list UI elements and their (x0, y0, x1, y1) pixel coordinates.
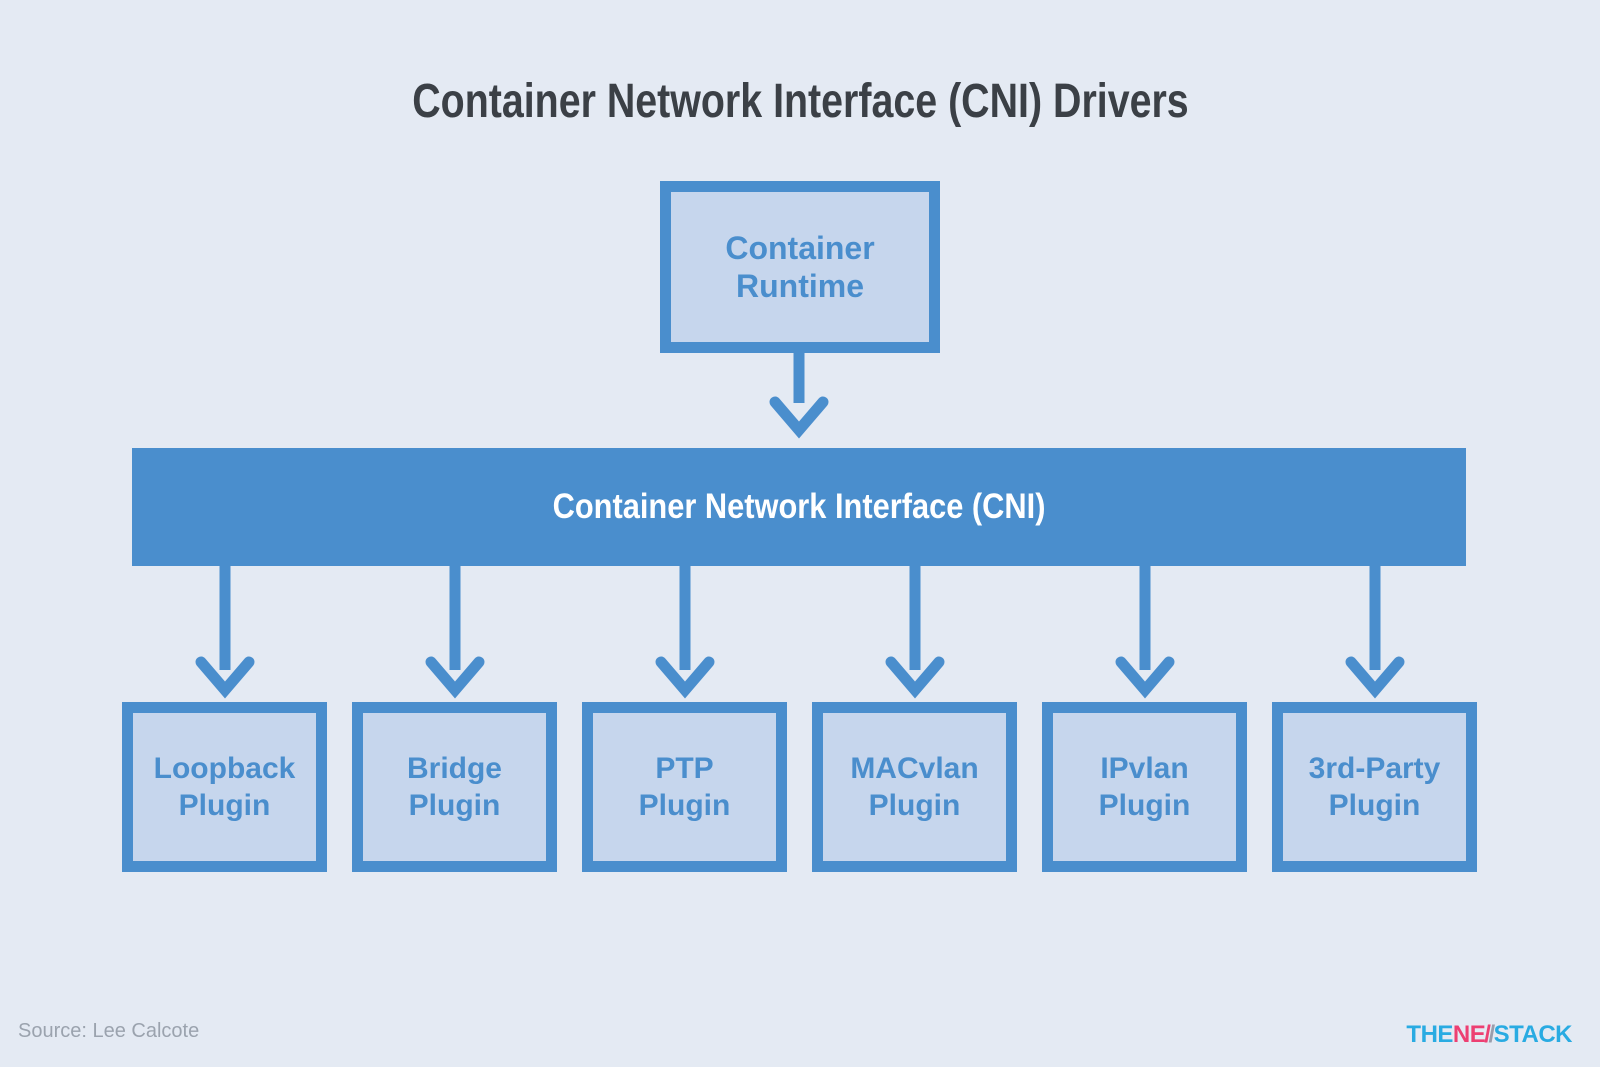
page-title: Container Network Interface (CNI) Driver… (0, 74, 1600, 129)
cni-bar-label: Container Network Interface (CNI) (552, 487, 1046, 526)
plugin-row: Loopback Plugin Bridge Plugin PTP Plugin… (122, 702, 1477, 872)
plugin-node-ptp: PTP Plugin (582, 702, 787, 872)
plugin-node-loopback: Loopback Plugin (122, 702, 327, 872)
arrow-down-icon (1115, 566, 1174, 699)
arrow-down-icon (195, 566, 254, 699)
logo-segment-ne: NE (1452, 1021, 1486, 1048)
page-title-text: Container Network Interface (CNI) Driver… (411, 75, 1189, 129)
node-container-runtime-label: Container Runtime (725, 230, 875, 304)
arrow-down-icon (885, 566, 944, 699)
arrow-down-icon (769, 353, 829, 439)
logo-segment-stack: STACK (1493, 1021, 1573, 1048)
logo-w-slashes-icon: // (1484, 1021, 1495, 1048)
plugin-node-3rd-party: 3rd-Party Plugin (1272, 702, 1477, 872)
plugin-node-ipvlan: IPvlan Plugin (1042, 702, 1247, 872)
cni-to-plugin-arrows (122, 566, 1477, 700)
arrow-down-icon (655, 566, 714, 699)
cni-bar: Container Network Interface (CNI) (132, 448, 1466, 566)
plugin-node-macvlan: MACvlan Plugin (812, 702, 1017, 872)
logo-segment-the: THE (1406, 1021, 1453, 1048)
arrow-down-icon (1345, 566, 1404, 699)
node-container-runtime: Container Runtime (660, 181, 940, 353)
arrow-down-icon (425, 566, 484, 699)
logo-thenewstack: THENE//STACK (1406, 1021, 1572, 1049)
source-credit: Source: Lee Calcote (18, 1020, 200, 1042)
plugin-node-bridge: Bridge Plugin (352, 702, 557, 872)
